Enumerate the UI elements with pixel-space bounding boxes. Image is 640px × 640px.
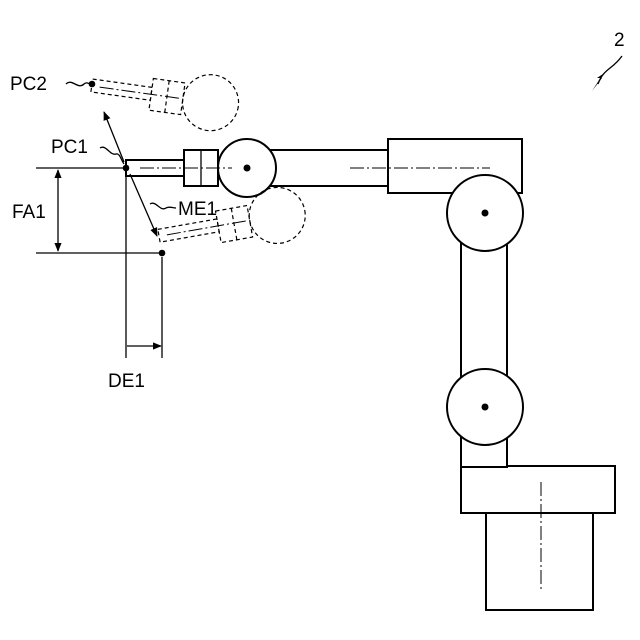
fa1-label: FA1: [12, 202, 46, 223]
de1-label: DE1: [108, 371, 145, 392]
de1-dimension: [126, 172, 162, 358]
pc1-leader: [100, 147, 124, 164]
pc2-leader: [66, 82, 90, 85]
wrist-joint: [218, 139, 276, 197]
fa1-dimension: [36, 168, 162, 253]
figure-ref-leader: [598, 56, 622, 84]
tool-ghost-lower: [154, 183, 309, 264]
robot-base: [461, 466, 615, 610]
figure-ref-arrowhead: [592, 74, 603, 91]
pc1-label: PC1: [51, 137, 88, 158]
pc2-label: PC2: [10, 74, 47, 95]
lower-joint: [447, 369, 523, 445]
me1-label: ME1: [178, 199, 217, 220]
shoulder-joint: [447, 175, 523, 251]
tool-current: [126, 150, 232, 186]
tool-ghost-upper: [88, 58, 242, 134]
forearm: [262, 150, 392, 186]
me1-leader: [150, 203, 176, 209]
motion-arrow-down: [130, 174, 157, 236]
figure-ref-label: 2: [614, 30, 625, 51]
